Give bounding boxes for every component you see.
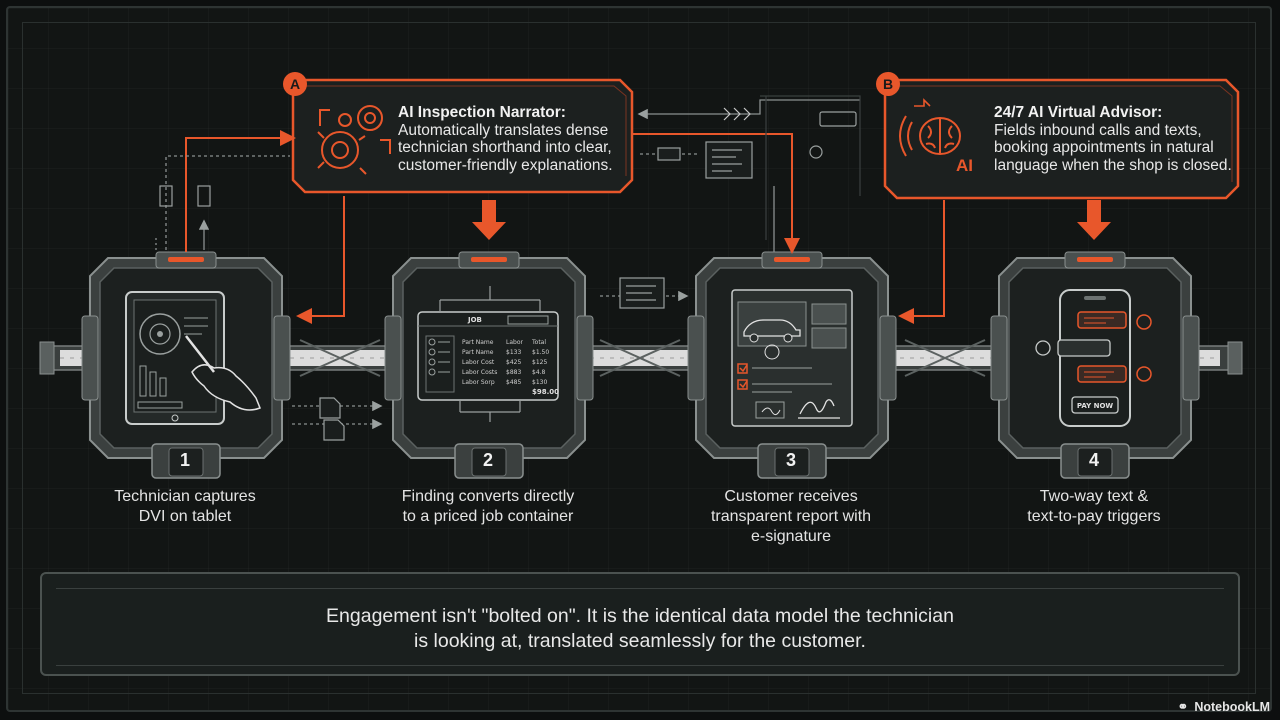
job-cell: $130 [532,379,547,386]
step-number-3: 3 [785,450,796,470]
step-number-1: 1 [179,450,190,470]
job-total: $98.00 [532,388,559,396]
pay-now-button: PAY NOW [1077,402,1114,410]
step-label-line: e-signature [750,528,832,545]
watermark-text: NotebookLM [1194,700,1270,714]
callout-a-line: Automatically translates dense [398,121,609,139]
job-cell: Part Name [462,339,494,346]
callout-b-panel [876,72,1240,200]
step-label-line: to a priced job container [402,508,574,525]
step-label-line: DVI on tablet [138,508,232,525]
callout-arrows [472,200,1111,240]
step-label-3: Customer receives transparent report wit… [671,487,911,547]
callout-a-line: technician shorthand into clear, [398,139,612,156]
job-cell: $133 [506,349,521,356]
step-label-line: Two-way text & [1039,488,1149,505]
job-header: JOB [467,316,482,324]
callout-b-text: 24/7 AI Virtual Advisor: Fields inbound … [994,104,1232,174]
watermark: ⚭ NotebookLM [1175,699,1270,714]
phone-chat-icon: PAY NOW [1035,289,1152,427]
callout-a-panel [283,72,634,194]
job-cell: $125 [532,359,547,366]
ai-label: AI [956,156,973,175]
step-number-2: 2 [482,450,493,470]
job-cell: $485 [506,379,521,386]
data-icons [159,95,861,441]
job-cell: $425 [506,359,521,366]
callout-b-line: language when the shop is closed. [994,156,1232,174]
callout-b-line: booking appointments in natural [994,139,1214,156]
callout-b-badge: B [882,76,894,92]
job-cell: Total [531,339,546,346]
notebooklm-logo-icon: ⚭ [1177,700,1189,714]
footer-line: is looking at, translated seamlessly for… [414,630,866,652]
job-cell: Labor [506,339,523,346]
flow-connectors [185,130,945,324]
job-cell: Labor Sorp [462,379,495,386]
gears-magnifier-icon [317,105,391,175]
callout-a-title: AI Inspection Narrator: [398,104,566,121]
step-label-4: Two-way text & text-to-pay triggers [974,487,1214,527]
step-number-4: 4 [1088,450,1099,470]
job-cell: Labor Costs [462,369,497,376]
step-label-line: text-to-pay triggers [1027,508,1161,525]
step-label-line: Technician captures [114,488,256,505]
report-signature-icon [731,289,853,427]
callout-a-line: customer-friendly explanations. [398,156,613,174]
job-cell: Labor Cost [462,359,495,366]
step-label-1: Technician captures DVI on tablet [65,487,305,527]
footer-text: Engagement isn't "bolted on". It is the … [40,604,1240,654]
job-cell: Part Name [462,349,494,356]
step-label-line: Customer receives [724,488,858,505]
inner-frame [22,22,1256,694]
step-label-line: Finding converts directly [401,488,575,505]
job-cell: $1.50 [532,349,549,356]
job-cell: $883 [506,369,521,376]
tablet-stylus-icon [125,291,261,425]
job-cell: $4.8 [532,369,546,376]
footer-line: Engagement isn't "bolted on". It is the … [326,605,954,627]
callout-a-text: AI Inspection Narrator: Automatically tr… [398,104,613,174]
callout-a-badge: A [289,76,301,92]
ai-brain-icon [899,98,961,157]
footer-panel [40,572,1240,676]
callout-b-title: 24/7 AI Virtual Advisor: [994,104,1163,121]
step-label-2: Finding converts directly to a priced jo… [368,487,608,527]
step-label-line: transparent report with [710,508,872,525]
callout-b-line: Fields inbound calls and texts, [994,121,1202,139]
footer-inner-rule [56,588,1224,666]
